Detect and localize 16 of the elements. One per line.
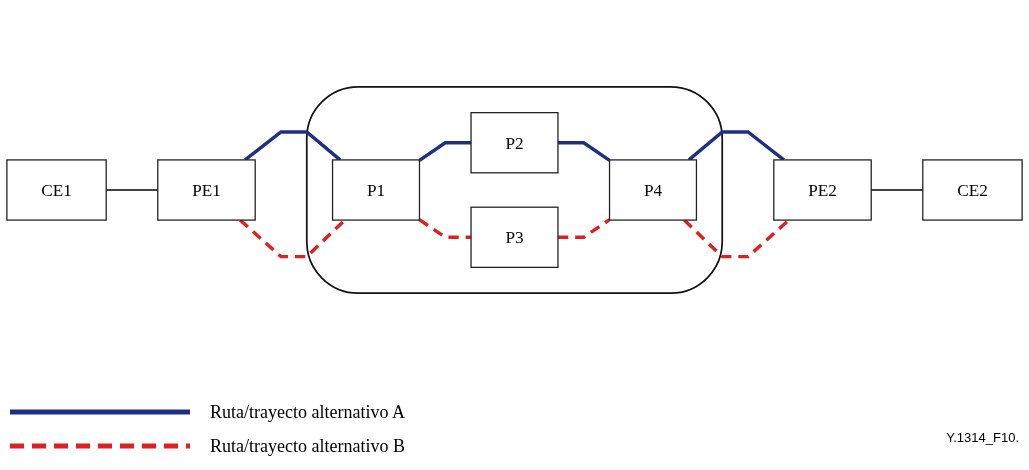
- connector: [557, 218, 611, 239]
- node-box: PE2: [773, 159, 872, 221]
- legend-text: Ruta/trayecto alternativo B: [210, 435, 405, 457]
- connector: [557, 141, 611, 162]
- node-box: P1: [331, 159, 421, 221]
- connector: [418, 218, 472, 239]
- node-box: P4: [608, 159, 698, 221]
- connector: [418, 141, 472, 162]
- node-box: P2: [470, 112, 559, 174]
- node-box: CE2: [922, 159, 1023, 221]
- cluster: [305, 86, 724, 294]
- legend-text: Ruta/trayecto alternativo A: [210, 401, 405, 423]
- node-box: CE1: [6, 159, 107, 221]
- node-box: P3: [470, 206, 559, 268]
- figure-number: Y.1314_F10.: [946, 430, 1019, 445]
- node-box: PE1: [157, 159, 256, 221]
